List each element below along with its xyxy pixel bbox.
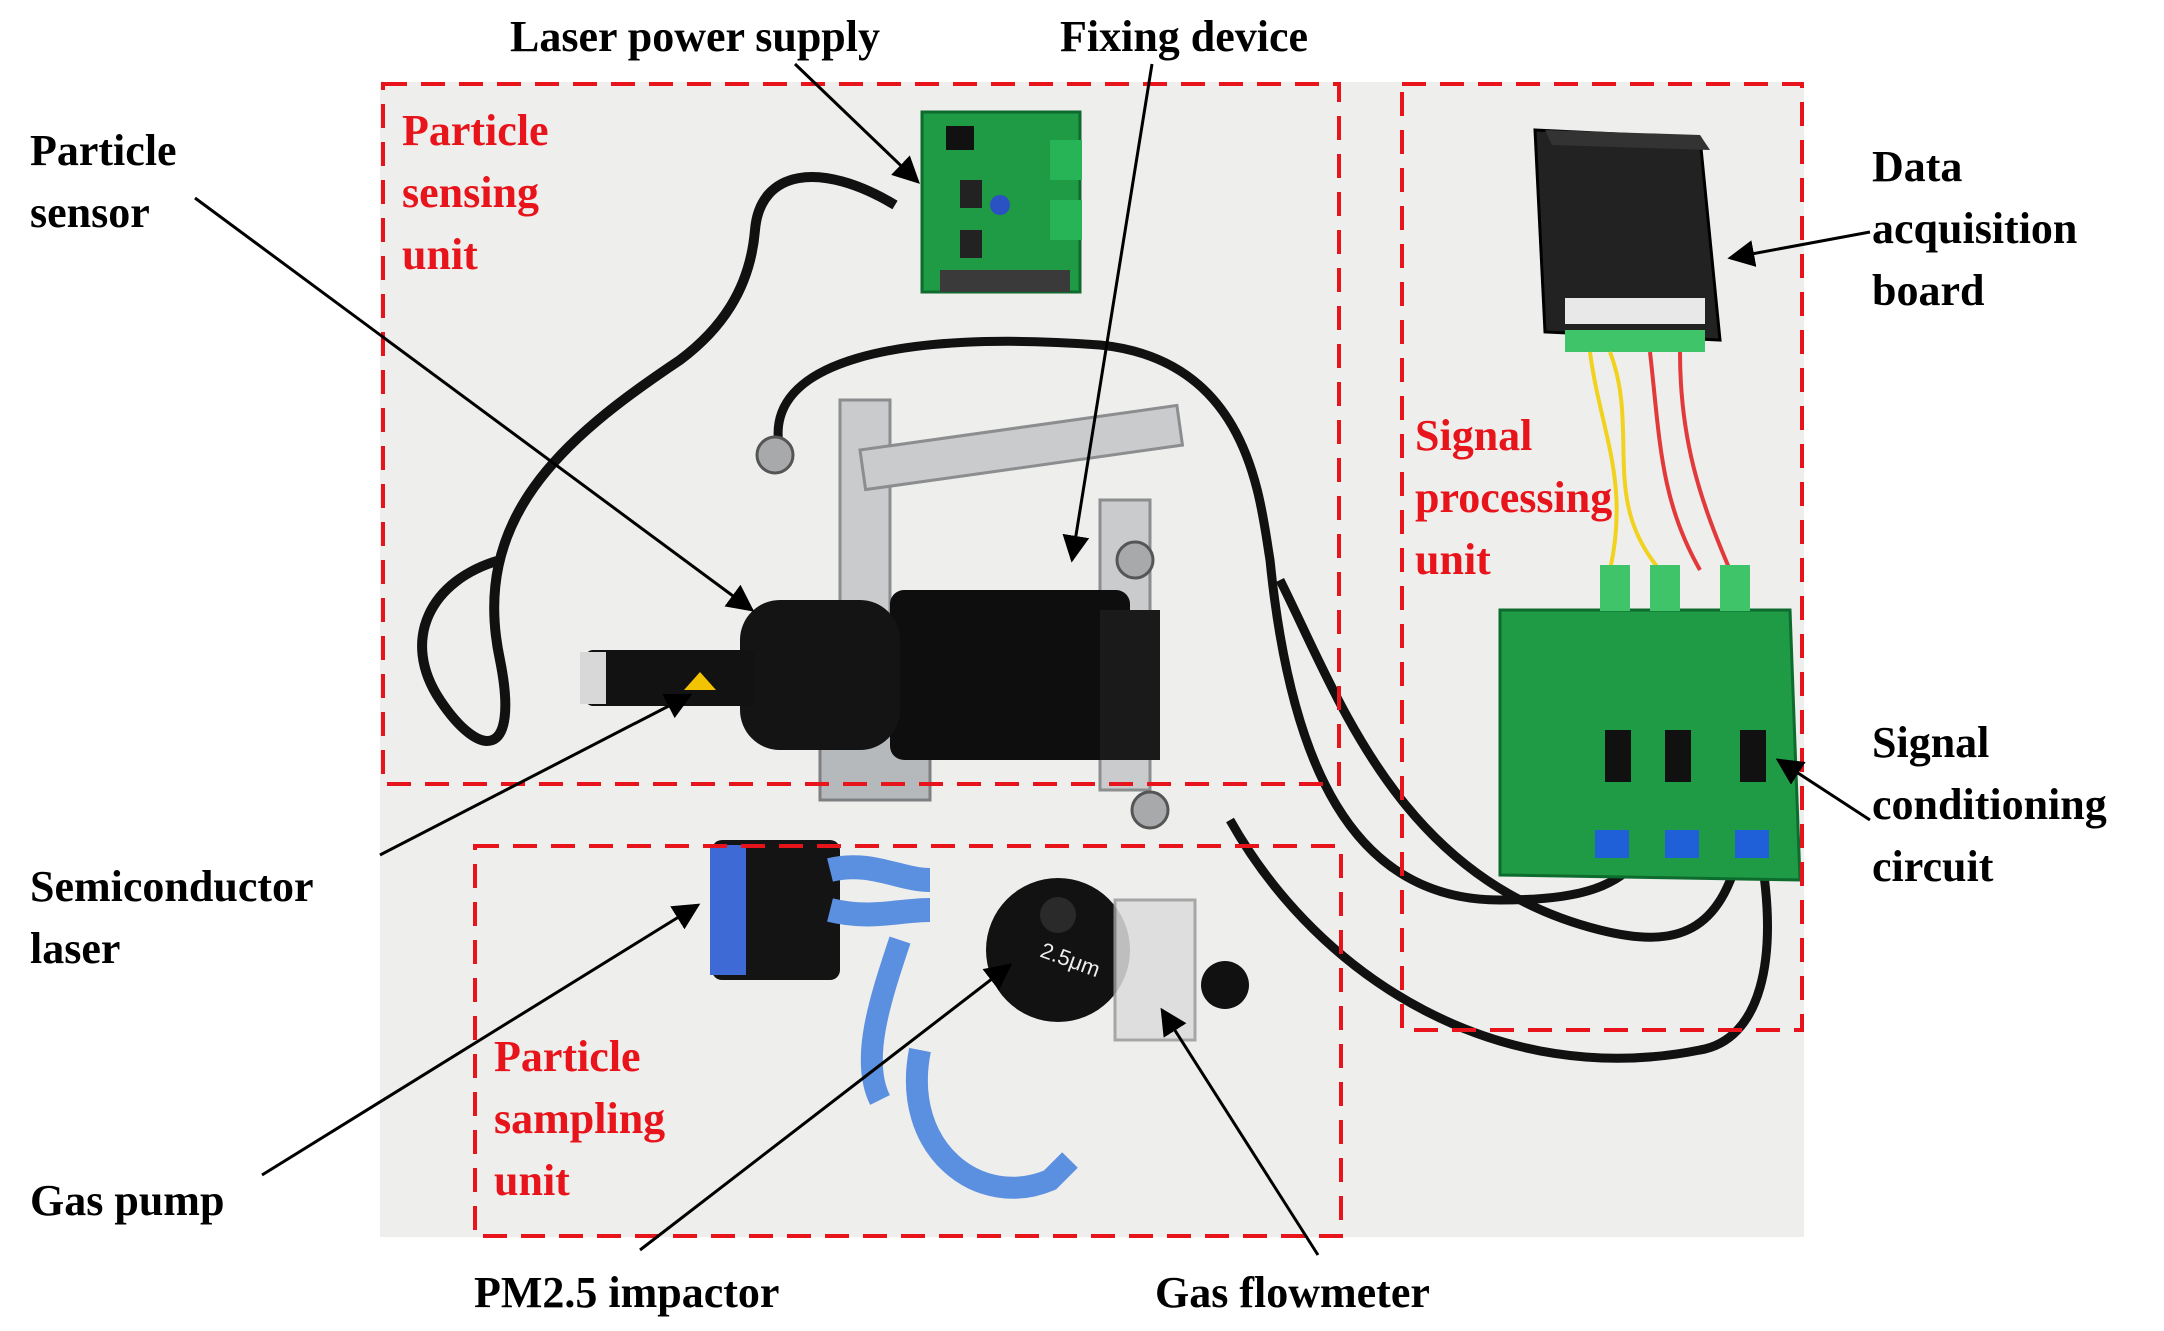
arrow-laser-power-supply xyxy=(793,62,920,184)
label-laser-power-supply: Laser power supply xyxy=(510,12,881,61)
label-fixing-device: Fixing device xyxy=(1060,12,1309,61)
blue-tubing xyxy=(827,855,1078,1199)
signal-conditioning-pcb xyxy=(1498,565,1802,882)
connector-1 xyxy=(755,435,795,475)
arrow-signal-conditioning xyxy=(1775,758,1871,822)
connector-3 xyxy=(1130,790,1170,830)
unit-label-particle-sampling: Particle sampling unit xyxy=(494,1032,666,1205)
particle-sampling-unit-box xyxy=(473,844,1343,1238)
laser-power-supply-pcb xyxy=(920,110,1082,294)
signal-processing-unit-box xyxy=(1400,82,1804,1032)
connector-2 xyxy=(1115,540,1155,580)
label-particle-sensor: Particle sensor xyxy=(30,126,177,237)
unit-label-signal-processing: Signal processing unit xyxy=(1415,411,1613,584)
label-gas-flowmeter: Gas flowmeter xyxy=(1155,1268,1430,1317)
arrow-pm25-impactor xyxy=(639,963,1013,1252)
label-gas-pump: Gas pump xyxy=(30,1176,225,1225)
unit-label-particle-sensing: Particle sensing unit xyxy=(402,106,549,279)
arrow-particle-sensor xyxy=(194,196,755,612)
gas-pump-body xyxy=(710,840,840,980)
semiconductor-laser-body xyxy=(580,650,755,706)
arrow-semiconductor-laser xyxy=(379,693,693,857)
arrow-fixing-device xyxy=(1062,63,1154,563)
label-data-acquisition-board: Data acquisition board xyxy=(1872,142,2078,315)
signal-wires xyxy=(1588,351,1732,572)
label-semiconductor-laser: Semiconductor laser xyxy=(30,862,314,973)
arrow-data-acquisition xyxy=(1727,230,1871,267)
label-signal-conditioning-circuit: Signal conditioning circuit xyxy=(1872,718,2107,891)
cable-laser-power xyxy=(417,172,898,746)
data-acquisition-board-box xyxy=(1533,128,1722,352)
arrow-gas-pump xyxy=(261,903,701,1177)
arrow-gas-flowmeter xyxy=(1160,1007,1320,1256)
particle-sensing-unit-box xyxy=(381,82,1341,786)
label-pm25-impactor: PM2.5 impactor xyxy=(474,1268,780,1317)
pm25-impactor-body: 2.5μm xyxy=(986,878,1130,1022)
cable-signal-3 xyxy=(1226,817,1772,1063)
cable-signal-2 xyxy=(1275,577,1745,942)
particle-sensor-body xyxy=(740,590,1160,760)
